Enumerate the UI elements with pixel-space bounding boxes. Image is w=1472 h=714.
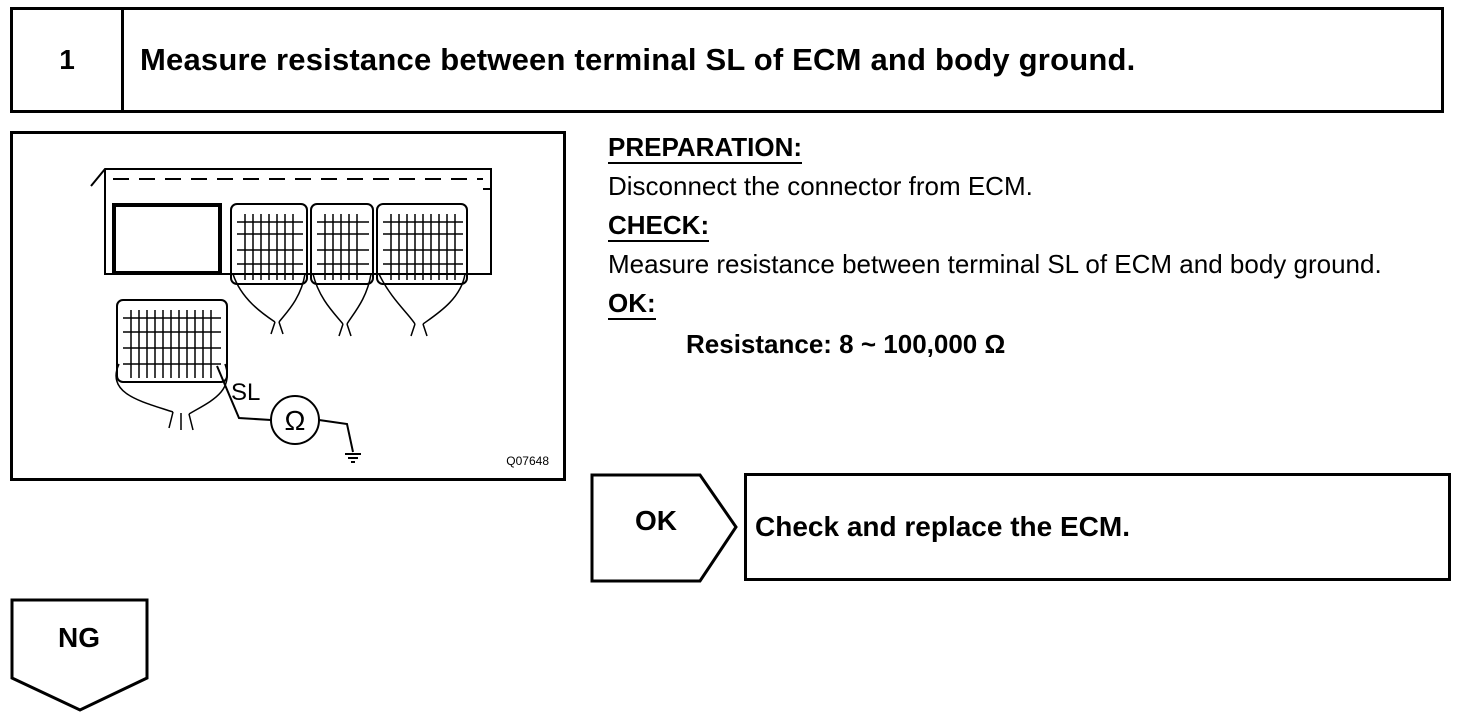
ng-arrow-shape — [10, 598, 149, 712]
terminal-sl-label: SL — [231, 379, 260, 406]
preparation-text: Disconnect the connector from ECM. — [608, 171, 1033, 201]
step-title: Measure resistance between terminal SL o… — [140, 42, 1136, 77]
ecm-connector-figure: SL Ω Q07648 — [10, 131, 566, 481]
ok-heading: OK: — [608, 288, 656, 320]
instructions: PREPARATION: Disconnect the connector fr… — [608, 128, 1454, 364]
ok-arrow-shape — [590, 473, 738, 583]
ok-action-box: Check and replace the ECM. — [744, 473, 1451, 581]
ok-action-text: Check and replace the ECM. — [755, 511, 1131, 542]
ok-label: OK — [635, 505, 677, 536]
step-number: 1 — [13, 10, 124, 110]
check-heading: CHECK: — [608, 210, 710, 242]
ohmmeter-symbol: Ω — [285, 405, 306, 436]
preparation-heading: PREPARATION: — [608, 132, 803, 164]
ecm-connector-illustration: SL Ω — [90, 168, 492, 463]
resistance-spec: Resistance: 8 ~ 100,000 Ω — [686, 329, 1006, 359]
step-header: 1 Measure resistance between terminal SL… — [10, 7, 1444, 113]
check-text: Measure resistance between terminal SL o… — [608, 249, 1382, 279]
ng-label: NG — [58, 622, 100, 653]
figure-code: Q07648 — [506, 454, 549, 468]
